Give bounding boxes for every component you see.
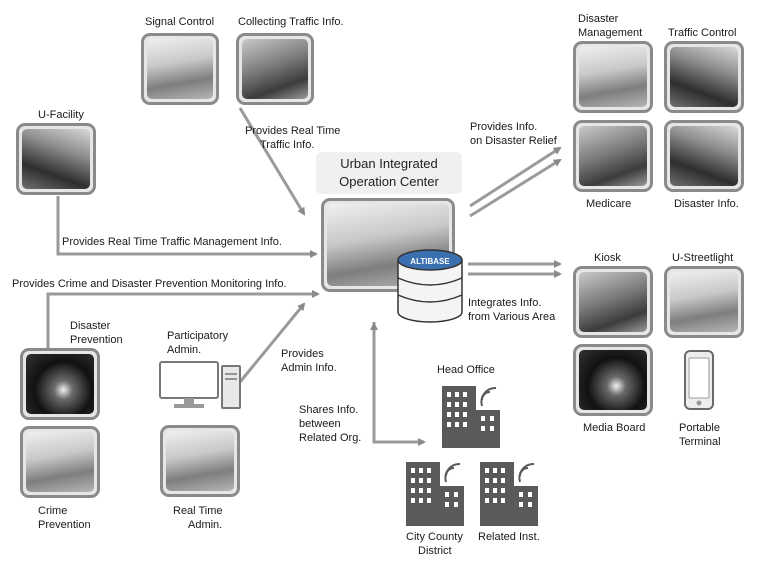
mobile-phone-icon xyxy=(684,350,714,410)
disaster-mgmt-photo xyxy=(573,41,653,113)
head-office-label: Head Office xyxy=(437,364,495,376)
media-board-photo xyxy=(573,344,653,416)
disaster-info-photo xyxy=(664,120,744,192)
crime-prevention-photo xyxy=(20,426,100,498)
realtime-admin-photo xyxy=(160,425,240,497)
altibase-logo: ALTIBASE xyxy=(410,257,450,266)
collecting-traffic-photo xyxy=(236,33,314,105)
operation-center-title-line1: Urban Integrated xyxy=(340,156,438,171)
disaster-prevention-line2: Prevention xyxy=(70,334,123,346)
database-icon: ALTIBASE xyxy=(397,249,463,323)
integrates-line2: from Various Area xyxy=(468,311,556,323)
kiosk-photo xyxy=(573,266,653,338)
operation-center-title-line2: Operation Center xyxy=(339,174,439,189)
provides-rt-traffic-line2: Traffic Info. xyxy=(260,139,315,151)
provides-rt-traffic-line1: Provides Real Time xyxy=(245,125,341,137)
provides-admin-line2: Admin Info. xyxy=(281,362,337,374)
disaster-info-label: Disaster Info. xyxy=(674,198,739,210)
building-icon-city xyxy=(406,462,464,526)
collecting-traffic-label: Collecting Traffic Info. xyxy=(238,16,344,28)
signal-control-label: Signal Control xyxy=(145,16,215,28)
participatory-line2: Admin. xyxy=(167,344,202,356)
portable-terminal-line1: Portable xyxy=(679,422,720,434)
signal-control-photo xyxy=(141,33,219,105)
related-inst-label: Related Inst. xyxy=(478,531,540,543)
city-county-line1: City County xyxy=(406,531,463,543)
building-icon xyxy=(442,386,500,448)
integrates-line1: Integrates Info. xyxy=(468,297,542,309)
u-facility-photo xyxy=(16,123,96,195)
building-icon-related xyxy=(480,462,538,526)
medicare-label: Medicare xyxy=(586,198,632,210)
provides-relief-line2: on Disaster Relief xyxy=(470,135,557,147)
media-board-label: Media Board xyxy=(583,422,646,434)
city-county-line2: District xyxy=(418,545,452,557)
realtime-admin-line2: Admin. xyxy=(188,519,223,531)
arrow-shares-info xyxy=(372,322,426,446)
provides-relief-line1: Provides Info. xyxy=(470,121,538,133)
traffic-control-label: Traffic Control xyxy=(668,27,737,39)
shares-info-line1: Shares Info. xyxy=(299,404,359,416)
realtime-admin-line1: Real Time xyxy=(173,505,223,517)
u-streetlight-label: U-Streetlight xyxy=(672,252,734,264)
u-facility-label: U-Facility xyxy=(38,109,84,121)
provides-crime-label: Provides Crime and Disaster Prevention M… xyxy=(12,278,287,290)
provides-rt-mgmt-label: Provides Real Time Traffic Management In… xyxy=(62,236,282,248)
u-streetlight-photo xyxy=(664,266,744,338)
disaster-mgmt-line1: Disaster xyxy=(578,13,619,25)
disaster-mgmt-line2: Management xyxy=(578,27,643,39)
arrow-to-disaster-relief-2 xyxy=(469,158,562,218)
computer-icon xyxy=(159,361,241,409)
arrow-to-disaster-relief-1 xyxy=(469,146,562,208)
traffic-control-photo xyxy=(664,41,744,113)
crime-prevention-line2: Prevention xyxy=(38,519,91,531)
shares-info-line2: between xyxy=(299,418,341,430)
crime-prevention-line1: Crime xyxy=(38,505,68,517)
medicare-photo xyxy=(573,120,653,192)
kiosk-label: Kiosk xyxy=(594,252,621,264)
disaster-prevention-line1: Disaster xyxy=(70,320,111,332)
provides-admin-line1: Provides xyxy=(281,348,324,360)
disaster-prevention-photo xyxy=(20,348,100,420)
operation-center-title: Urban Integrated Operation Center xyxy=(316,152,462,194)
arrow-traffic-to-center xyxy=(238,107,306,216)
arrow-admin-to-center xyxy=(238,302,306,383)
arrow-crime-to-center xyxy=(46,290,320,348)
arrow-ufacility-to-center xyxy=(56,196,318,258)
shares-info-line3: Related Org. xyxy=(299,432,362,444)
participatory-line1: Participatory xyxy=(167,330,229,342)
portable-terminal-line2: Terminal xyxy=(679,436,721,448)
